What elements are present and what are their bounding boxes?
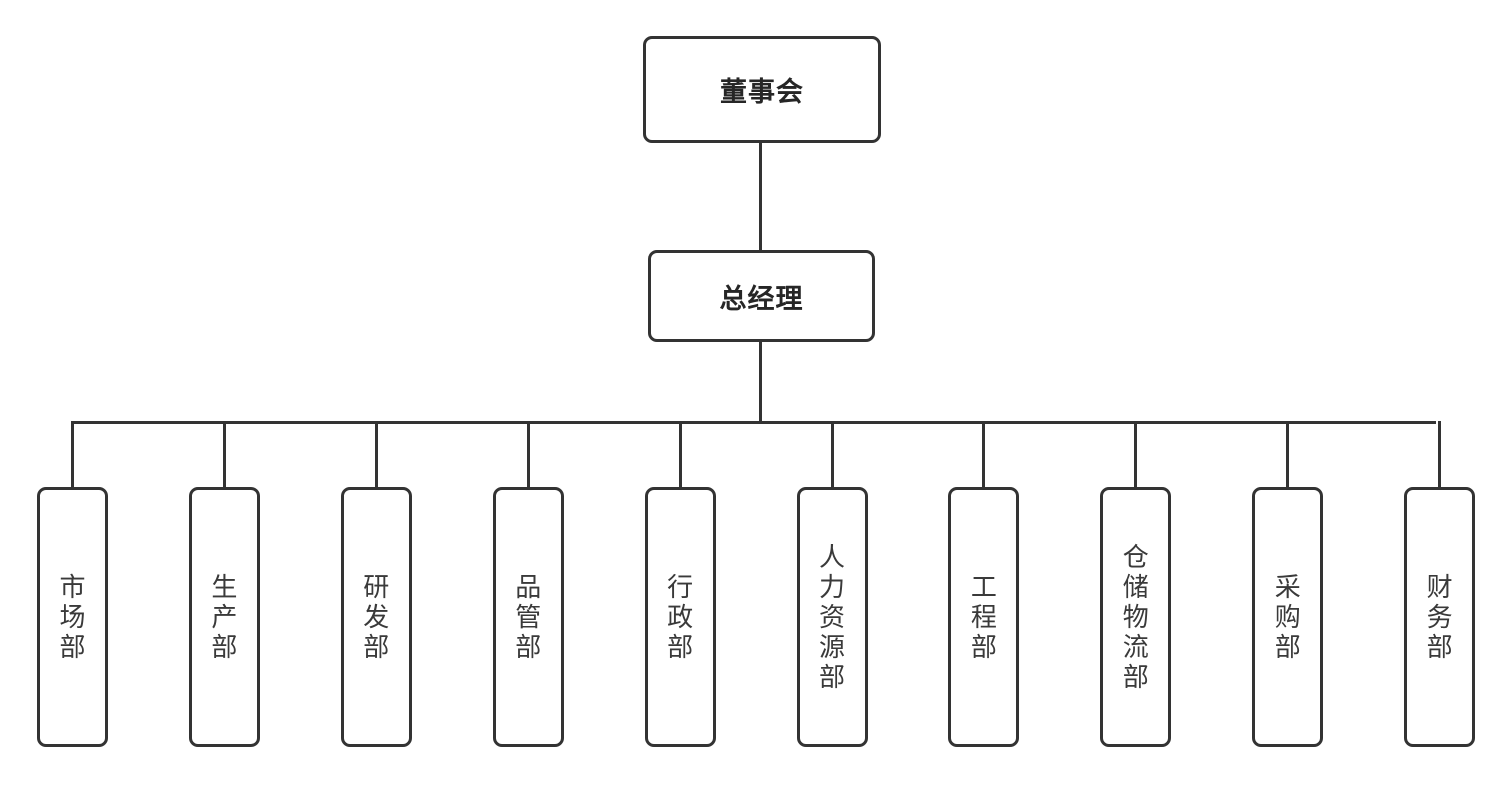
node-general-manager-label: 总经理	[719, 283, 804, 314]
connector-drop-6	[830, 421, 834, 487]
node-department-label: 财务部	[1426, 571, 1453, 663]
connector-drop-2	[222, 421, 226, 487]
connector-drop-4	[526, 421, 530, 487]
connector-drop-5	[678, 421, 682, 487]
node-department-label: 仓储物流部	[1122, 541, 1149, 693]
connector-drop-7	[982, 421, 986, 487]
node-department-label: 市场部	[59, 571, 86, 663]
node-department-label: 研发部	[363, 571, 390, 663]
node-department-7[interactable]: 工程部	[948, 487, 1020, 747]
connector-general-manager-stem	[759, 342, 762, 424]
node-department-5[interactable]: 行政部	[644, 487, 716, 747]
node-department-label: 行政部	[667, 571, 694, 663]
node-department-8[interactable]: 仓储物流部	[1100, 487, 1172, 747]
node-department-3[interactable]: 研发部	[340, 487, 412, 747]
node-department-10[interactable]: 财务部	[1404, 487, 1476, 747]
node-department-9[interactable]: 采购部	[1252, 487, 1324, 747]
node-board-label: 董事会	[720, 77, 804, 107]
node-department-6[interactable]: 人力资源部	[796, 487, 868, 747]
node-department-4[interactable]: 品管部	[492, 487, 564, 747]
connector-board-to-general-manager	[759, 143, 762, 250]
node-department-label: 采购部	[1274, 571, 1301, 663]
node-department-label: 人力资源部	[819, 541, 846, 693]
connector-horizontal-bus	[71, 421, 1436, 424]
node-general-manager[interactable]: 总经理	[648, 250, 875, 342]
connector-drop-9	[1286, 421, 1290, 487]
connector-drop-8	[1134, 421, 1138, 487]
node-department-label: 工程部	[970, 571, 997, 663]
node-department-label: 品管部	[515, 571, 542, 663]
connector-drop-3	[374, 421, 378, 487]
node-department-1[interactable]: 市场部	[37, 487, 108, 747]
node-department-label: 生产部	[211, 571, 238, 663]
node-board[interactable]: 董事会	[643, 36, 881, 143]
node-department-2[interactable]: 生产部	[188, 487, 260, 747]
connector-drop-1	[71, 421, 74, 487]
connector-drop-10	[1438, 421, 1442, 487]
